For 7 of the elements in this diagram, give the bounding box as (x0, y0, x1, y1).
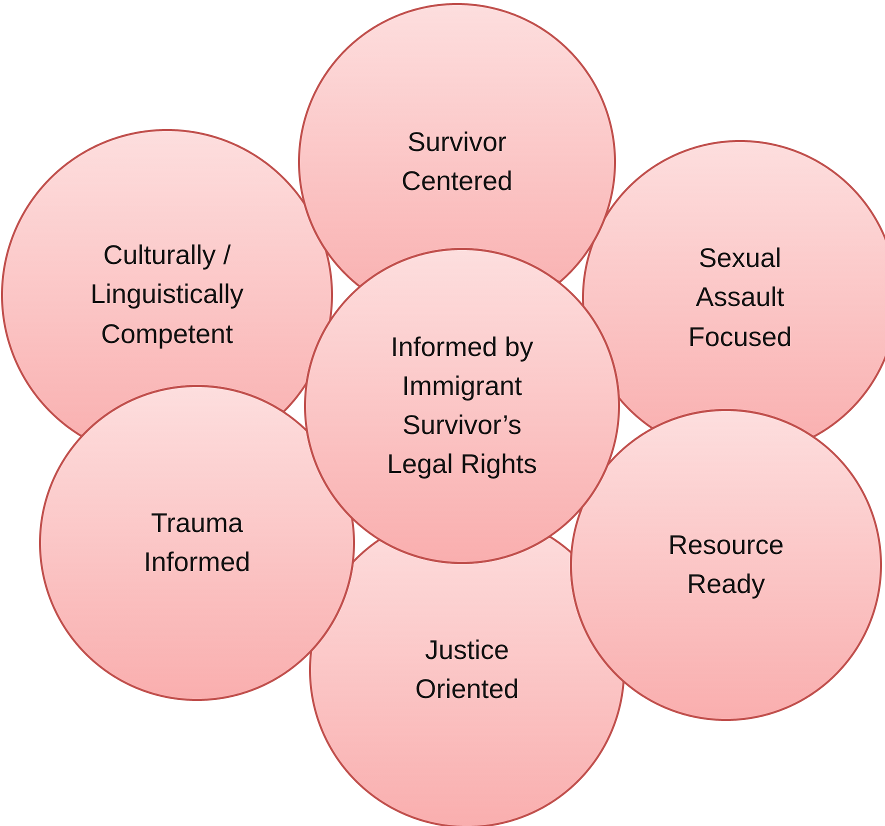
circle-label: Informed by Immigrant Survivor’s Legal Rights (386, 330, 538, 482)
circle-label: Survivor Centered (400, 126, 514, 198)
circle-label: Trauma Informed (142, 506, 252, 579)
circle-label: Culturally / Linguistically Competent (89, 239, 245, 351)
circle-label: Resource Ready (667, 528, 785, 601)
circle-label: Justice Oriented (414, 634, 520, 706)
circle-label: Sexual Assault Focused (687, 242, 793, 354)
